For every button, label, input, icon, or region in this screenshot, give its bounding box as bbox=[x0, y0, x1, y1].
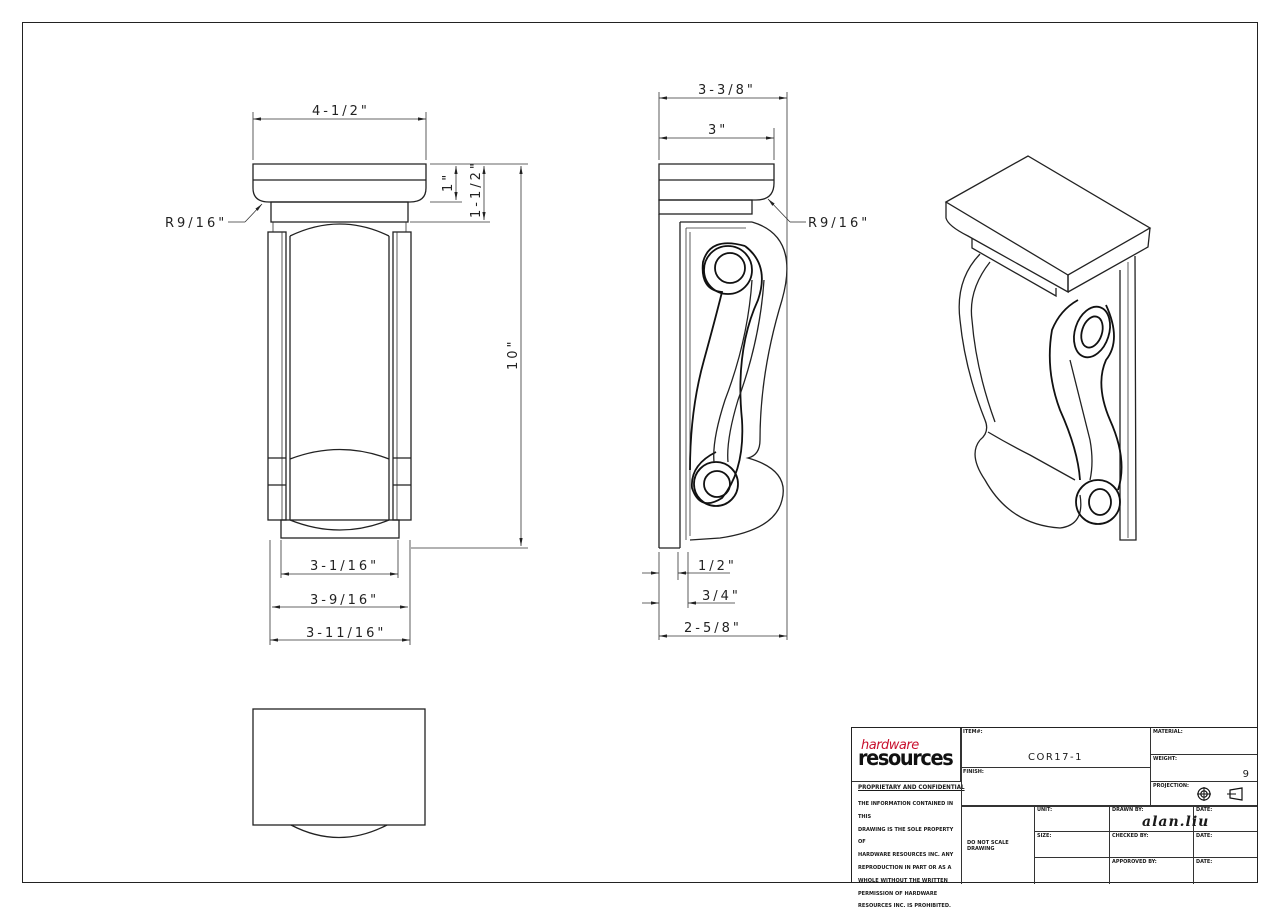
svg-text:3-3/8": 3-3/8" bbox=[698, 83, 756, 98]
svg-text:3-11/16": 3-11/16" bbox=[306, 626, 386, 641]
do-not-scale-cell: DO NOT SCALE DRAWING bbox=[961, 806, 1035, 884]
unit-label: UNIT: bbox=[1037, 807, 1053, 813]
logo-bottom-text: resources bbox=[858, 746, 954, 770]
proprietary-notice: THE INFORMATION CONTAINED IN THIS DRAWIN… bbox=[858, 798, 962, 913]
drawn-by-signature: alan.liu bbox=[1142, 814, 1210, 830]
do-not-scale-note: DO NOT SCALE DRAWING bbox=[967, 840, 1009, 852]
date-cell-approved: DATE: bbox=[1194, 858, 1257, 884]
approved-by-label: APPOROVED BY: bbox=[1112, 859, 1157, 865]
finish-label: FINISH: bbox=[963, 769, 984, 775]
isometric-view bbox=[944, 155, 1152, 541]
svg-text:1-1/2": 1-1/2" bbox=[469, 160, 484, 218]
front-view: 4-1/2" 1" 1-1/2" 10" R9/16" 3-1/16" 3-9/… bbox=[165, 104, 528, 645]
title-block: hardware resources PROPRIETARY AND CONFI… bbox=[851, 727, 1258, 909]
notice-line: WHOLE WITHOUT THE WRITTEN bbox=[858, 877, 948, 884]
svg-text:3": 3" bbox=[708, 123, 728, 138]
svg-text:2-5/8": 2-5/8" bbox=[684, 621, 742, 636]
svg-text:3-1/16": 3-1/16" bbox=[310, 559, 379, 574]
date-cell-checked: DATE: bbox=[1194, 832, 1257, 858]
date-label: DATE: bbox=[1196, 807, 1213, 813]
approved-by-cell: APPOROVED BY: bbox=[1110, 858, 1194, 884]
truncated-cone-icon bbox=[1227, 787, 1243, 801]
drawn-by-label: DRAWN BY: bbox=[1112, 807, 1144, 813]
notice-line: DRAWING IS THE SOLE PROPERTY OF bbox=[858, 826, 954, 846]
finish-cell: FINISH: bbox=[961, 768, 1151, 806]
hardware-resources-logo: hardware resources bbox=[852, 728, 960, 781]
proprietary-title: PROPRIETARY AND CONFIDENTIAL bbox=[858, 784, 965, 791]
drawn-by-cell: DRAWN BY: alan.liu bbox=[1110, 806, 1208, 832]
date-label: DATE: bbox=[1196, 833, 1213, 839]
first-angle-circle-icon bbox=[1197, 787, 1211, 801]
blank-cell bbox=[1035, 858, 1110, 884]
svg-text:3-9/16": 3-9/16" bbox=[310, 593, 379, 608]
svg-text:3/4": 3/4" bbox=[702, 589, 741, 604]
size-cell: SIZE: bbox=[1035, 832, 1110, 858]
svg-text:1/2": 1/2" bbox=[698, 559, 737, 574]
svg-text:R9/16": R9/16" bbox=[165, 216, 227, 231]
notice-line: HARDWARE RESOURCES INC. ANY bbox=[858, 852, 954, 859]
svg-text:1": 1" bbox=[441, 172, 456, 192]
checked-by-label: CHECKED BY: bbox=[1112, 833, 1149, 839]
drawing-border bbox=[22, 22, 1258, 883]
notice-line: RESOURCES INC. IS PROHIBITED. bbox=[858, 903, 951, 910]
side-view: 3-3/8" 3" R9/16" 1/2" 3/4" 2-5/8" bbox=[642, 83, 870, 640]
item-number: COR17-1 bbox=[1028, 752, 1083, 763]
svg-text:10": 10" bbox=[506, 338, 521, 370]
logo-top-text: hardware bbox=[861, 738, 919, 753]
checked-by-cell: CHECKED BY: bbox=[1110, 832, 1194, 858]
material-cell: MATERIAL: bbox=[1151, 728, 1257, 755]
projection-cell: PROJECTION: bbox=[1151, 782, 1257, 806]
logo-cell: hardware resources bbox=[852, 728, 961, 782]
notice-line: PERMISSION OF HARDWARE bbox=[858, 890, 938, 897]
notice-line: REPRODUCTION IN PART OR AS A bbox=[858, 864, 952, 871]
weight-cell: WEIGHT: 9 bbox=[1151, 755, 1257, 782]
bottom-view bbox=[252, 708, 426, 839]
unit-cell: UNIT: bbox=[1035, 806, 1110, 832]
weight-value: 9 bbox=[1242, 769, 1249, 780]
size-label: SIZE: bbox=[1037, 833, 1052, 839]
projection-label: PROJECTION: bbox=[1153, 783, 1190, 789]
item-cell: ITEM#: COR17-1 bbox=[961, 728, 1151, 768]
svg-text:R9/16": R9/16" bbox=[808, 216, 870, 231]
weight-label: WEIGHT: bbox=[1153, 756, 1177, 762]
date-cell-drawn: DATE: bbox=[1194, 806, 1257, 832]
notice-line: THE INFORMATION CONTAINED IN THIS bbox=[858, 801, 954, 820]
item-label: ITEM#: bbox=[963, 729, 983, 735]
material-label: MATERIAL: bbox=[1153, 729, 1183, 735]
date-label: DATE: bbox=[1196, 859, 1213, 865]
svg-text:4-1/2": 4-1/2" bbox=[312, 104, 370, 119]
